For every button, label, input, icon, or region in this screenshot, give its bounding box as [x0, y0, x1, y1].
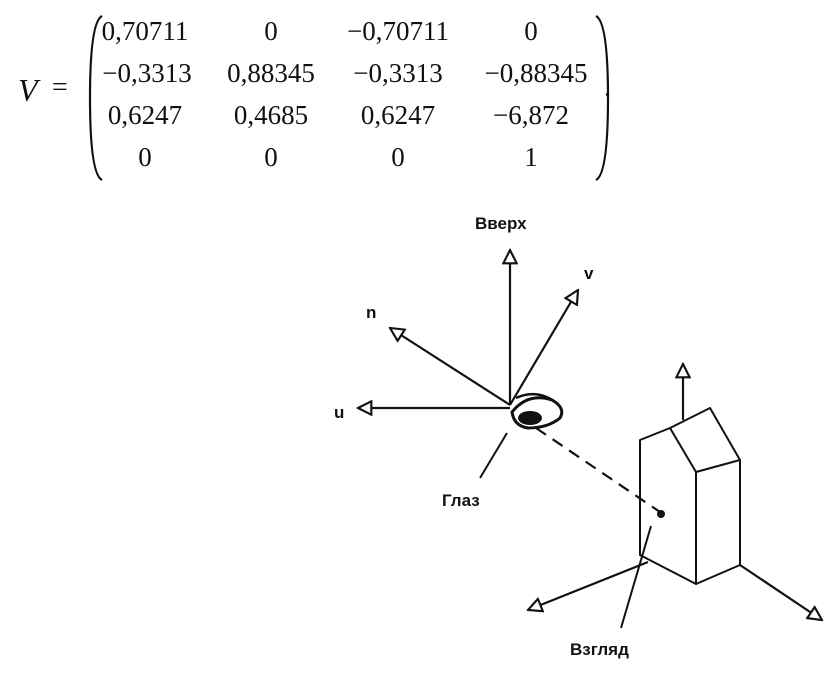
house-right-axis: [739, 564, 822, 620]
equation-period: .: [604, 72, 611, 103]
look-at-point: [657, 510, 665, 518]
matrix-variable: V: [18, 72, 38, 108]
look-direction-line: [535, 427, 661, 513]
matrix-cell: −0,70711: [347, 16, 449, 46]
eye-icon: [510, 392, 564, 430]
matrix-cell: 0,6247: [360, 100, 436, 130]
matrix-cell: 0,70711: [101, 16, 189, 46]
matrix-cell: 0: [264, 16, 278, 46]
matrix-cell: 0,6247: [107, 100, 183, 130]
eye-label: Глаз: [442, 491, 480, 510]
look-leader-line: [620, 525, 652, 629]
u-label: u: [334, 403, 345, 422]
view-matrix: 0,70711 0 −0,70711 0 −0,3313 0,88345 −0,…: [88, 12, 618, 184]
matrix-cell: 1: [524, 142, 538, 172]
up-label: Вверх: [475, 214, 527, 233]
matrix-cell: 0: [138, 142, 152, 172]
matrix-cell: 0: [524, 16, 538, 46]
v-axis: [509, 290, 578, 406]
n-label: n: [366, 303, 377, 322]
matrix-brackets: [88, 15, 610, 181]
v-label: v: [584, 264, 594, 283]
look-label: Взгляд: [570, 640, 629, 659]
house-left-axis: [528, 560, 649, 610]
matrix-cell: −0,3313: [353, 58, 443, 88]
matrix-cell: −6,872: [493, 100, 569, 130]
eye-leader-line: [479, 432, 508, 479]
matrix-cell: 0,4685: [233, 100, 309, 130]
equals-sign: =: [52, 72, 68, 103]
n-axis: [390, 328, 511, 406]
matrix-cell: 0: [264, 142, 278, 172]
matrix-cell: 0: [391, 142, 405, 172]
house-icon: [639, 407, 741, 585]
matrix-cell: −0,3313: [102, 58, 192, 88]
matrix-cell: −0,88345: [484, 58, 588, 88]
matrix-cell: 0,88345: [227, 58, 315, 88]
